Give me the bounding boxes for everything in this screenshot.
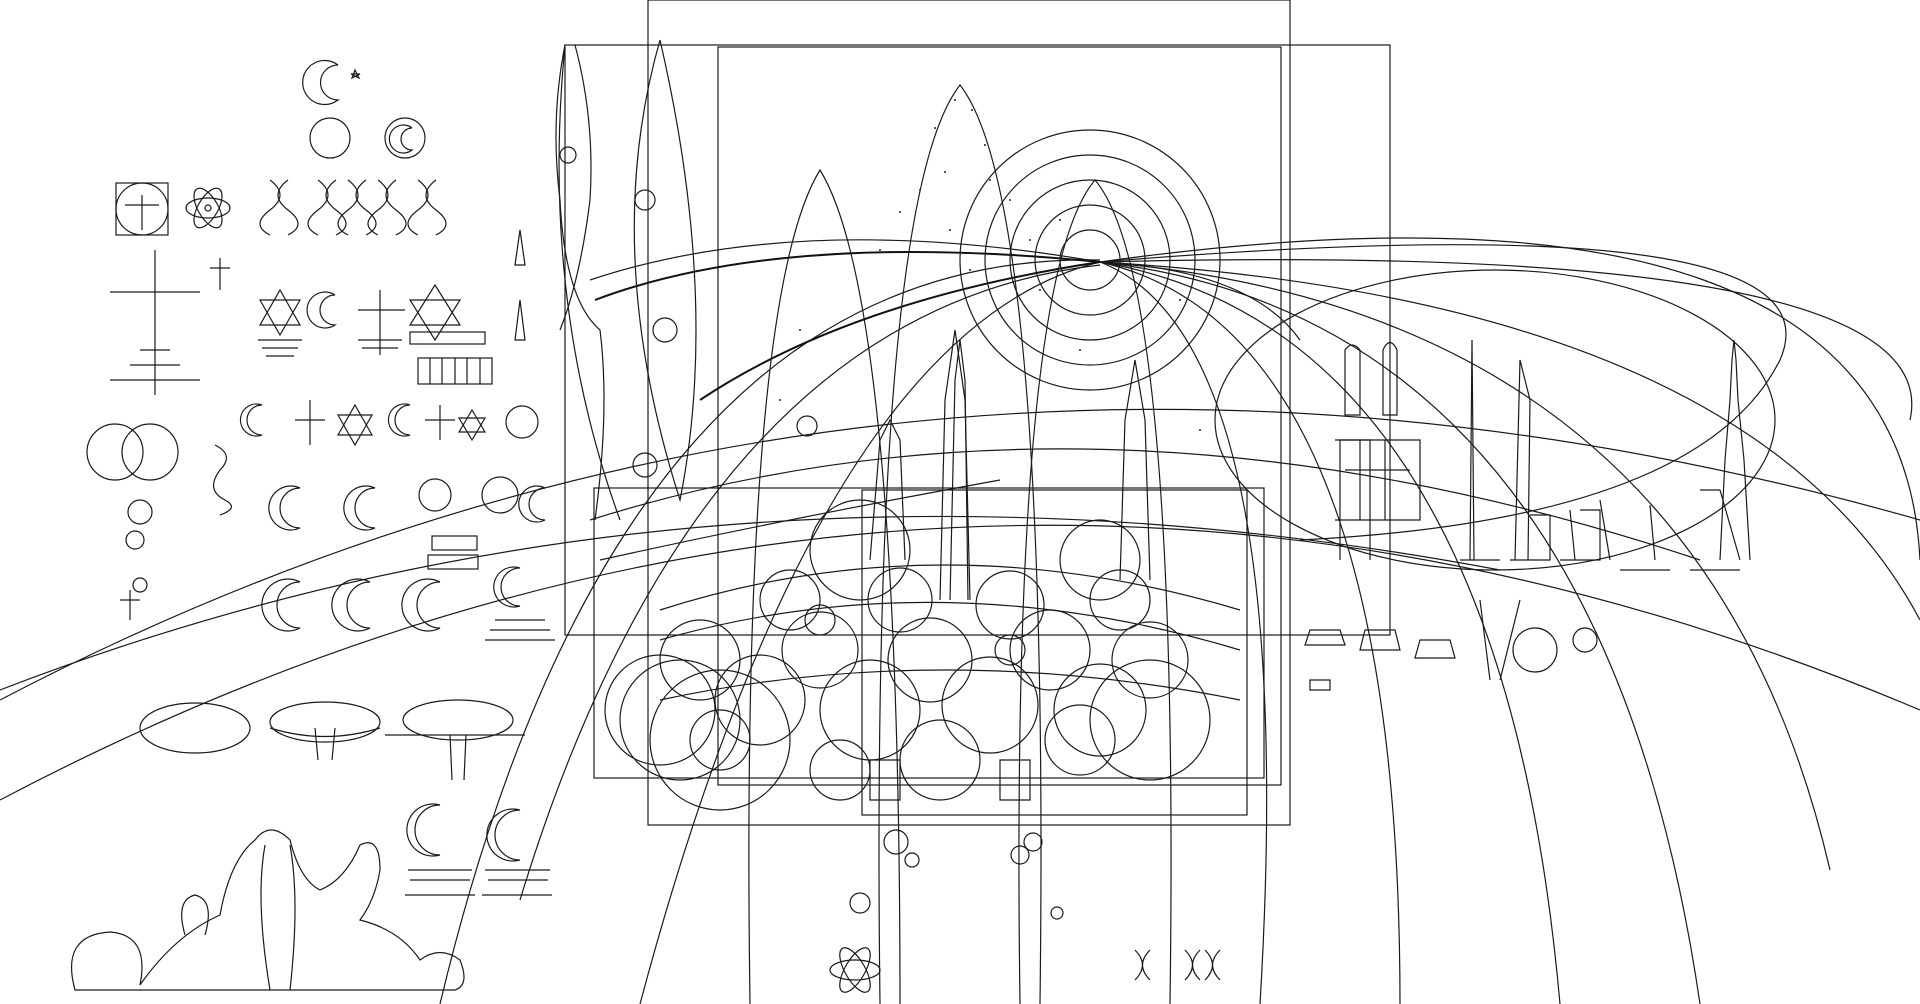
central-spires [869, 329, 1151, 601]
cross-icon [110, 250, 230, 395]
concentric-rings [959, 129, 1221, 391]
scatter-dots [779, 99, 1201, 431]
debris-shapes [1304, 627, 1598, 691]
crescent-star-row-icon [268, 476, 546, 570]
scroll-ornament-icon [71, 829, 465, 991]
grid-boxes-icon [409, 331, 493, 385]
ellipse-forms-icon [139, 699, 525, 781]
rocket-icon [514, 229, 526, 341]
central-loop-cluster [604, 499, 1241, 811]
atom-icon [185, 187, 231, 229]
orbital-arcs [0, 237, 1920, 1004]
crescent-star-icon [302, 59, 361, 106]
venn-circles-icon [86, 423, 232, 550]
symbol-row-icon [239, 400, 539, 447]
crescent-star-row2-icon [120, 566, 555, 641]
frame-rectangles [564, 0, 1391, 826]
skyline [1335, 339, 1751, 681]
crescent-star-pillars-icon [405, 803, 552, 896]
vitruvian-man-icon [115, 182, 169, 236]
crescent-small-icon [306, 290, 405, 355]
star-of-david-icon [258, 283, 462, 357]
pointed-arches [558, 39, 1172, 1004]
crescent-pair-icon [309, 117, 426, 159]
skull-icon [1512, 627, 1558, 673]
bottom-icons [829, 829, 1221, 993]
tall-vessel [555, 44, 818, 521]
dna-helix-icon [259, 179, 447, 236]
